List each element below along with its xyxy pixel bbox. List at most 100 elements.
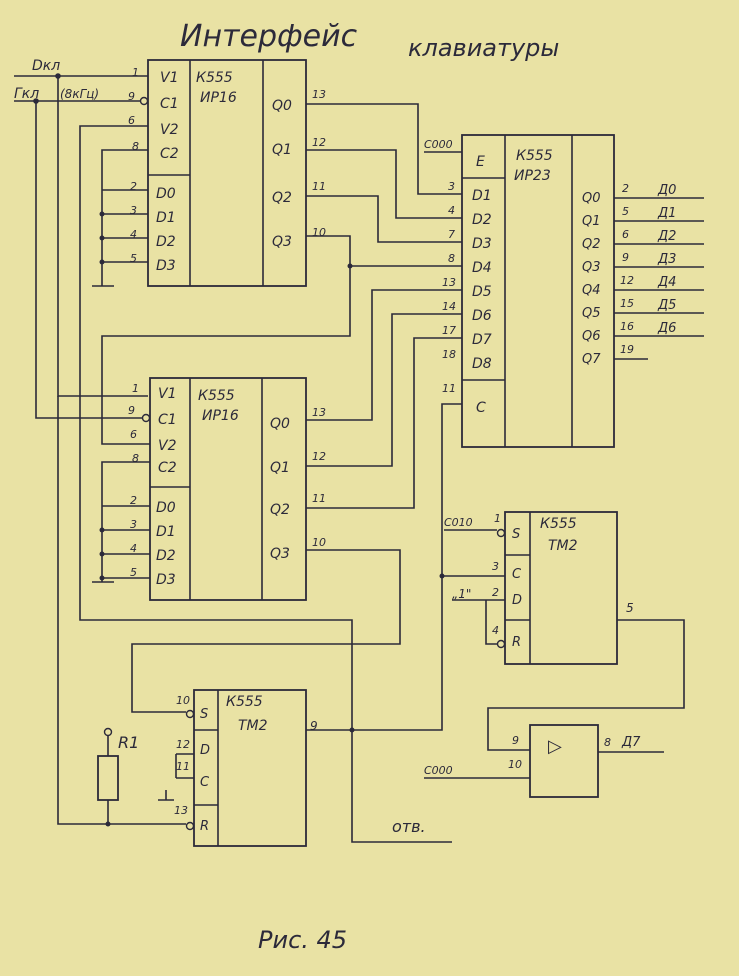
u1-num-12: 12 [312, 136, 326, 149]
u3-pin-q0: Q0 [582, 191, 601, 206]
u1-right-nums: 13 12 11 10 [312, 88, 326, 239]
u3-pin-q5: Q5 [582, 306, 601, 321]
u1-num-8: 8 [132, 140, 139, 153]
chip-u1: К555 ИР16 V1 C1 V2 C2 D0 D1 D2 D3 1 9 6 … [128, 59, 326, 287]
u1-num-6: 6 [128, 114, 135, 127]
u3-num-3: 3 [448, 180, 455, 193]
u2-num-13: 13 [312, 406, 326, 419]
u2-pin-q1: Q1 [270, 460, 290, 476]
u2-pin-d0: D0 [156, 500, 176, 516]
u1-num-11: 11 [312, 180, 326, 193]
u1-num-10: 10 [312, 226, 326, 239]
u5-pin-s: S [200, 707, 208, 722]
u5-num-11: 11 [176, 760, 190, 773]
u3-outputs: Д0 Д1 Д2 Д3 Д4 Д5 Д6 [657, 183, 676, 336]
u6-symbol: ▷ [548, 736, 562, 757]
u3-out-d2: Д2 [657, 229, 676, 244]
u4-label: К555 [540, 516, 577, 532]
chip-u2: К555 ИР16 V1 C1 V2 C2 D0 D1 D2 D3 1 9 6 … [128, 377, 326, 601]
caption: Рис. 45 [258, 926, 347, 954]
u3-e-signal: С000 [424, 138, 453, 151]
u2-left-nums: 1 9 6 8 2 3 4 5 [128, 382, 139, 579]
junction-dots [33, 73, 445, 827]
u1-pin-q3: Q3 [272, 234, 292, 250]
u3-left-nums: 3 4 7 8 13 14 17 18 11 [442, 180, 456, 395]
u3-type: ИР23 [514, 168, 551, 184]
u2-pin-v1: V1 [158, 386, 176, 402]
u1-pin-c1: C1 [160, 96, 179, 112]
u1-pin-d0: D0 [156, 186, 176, 202]
u1-num-5: 5 [130, 252, 137, 265]
title-line1: Интерфейс [180, 19, 358, 54]
u1-pin-q1: Q1 [272, 142, 292, 158]
u3-num-16: 16 [620, 320, 634, 333]
u1-num-13: 13 [312, 88, 326, 101]
u6-in-signal: С000 [424, 764, 453, 777]
u2-label: К555 [198, 388, 235, 404]
u5-num-12: 12 [176, 738, 190, 751]
u3-right-nums: 2 5 6 9 12 15 16 19 [620, 182, 634, 356]
u4-type: ТМ2 [548, 538, 578, 554]
u4-num-4: 4 [492, 624, 499, 637]
u3-pin-d7: D7 [472, 332, 492, 348]
u3-num-4: 4 [448, 204, 455, 217]
u1-num-9: 9 [128, 90, 135, 103]
u3-num-19: 19 [620, 343, 634, 356]
u5-pin-c: C [200, 775, 210, 790]
u3-pin-q4: Q4 [582, 283, 601, 298]
u1-pin-v1: V1 [160, 70, 178, 86]
u4-num-3: 3 [492, 560, 499, 573]
u3-out-d3: Д3 [657, 252, 676, 267]
u6-out-signal: Д7 [621, 735, 641, 750]
u2-type: ИР16 [202, 408, 239, 424]
u3-num-15: 15 [620, 297, 634, 310]
chip-u3: К555 ИР23 С000 E D1 D2 D3 D4 D5 D6 D7 D8… [424, 134, 676, 448]
u2-num-8: 8 [132, 452, 139, 465]
u3-num-12: 12 [620, 274, 634, 287]
u1-num-4: 4 [130, 228, 137, 241]
u1-left-pins: V1 C1 V2 C2 D0 D1 D2 D3 [156, 70, 179, 274]
u2-num-11: 11 [312, 492, 326, 505]
u3-out-d6: Д6 [657, 321, 676, 336]
u3-pin-q1: Q1 [582, 214, 601, 229]
u2-num-9: 9 [128, 404, 135, 417]
u3-right-pins: Q0 Q1 Q2 Q3 Q4 Q5 Q6 Q7 [582, 191, 601, 367]
u2-num-12: 12 [312, 450, 326, 463]
u5-type: ТМ2 [238, 718, 268, 734]
u1-pin-d1: D1 [156, 210, 176, 226]
u1-type: ИР16 [200, 90, 237, 106]
u2-num-6: 6 [130, 428, 137, 441]
u2-left-pins: V1 C1 V2 C2 D0 D1 D2 D3 [156, 386, 177, 588]
u2-pin-q3: Q3 [270, 546, 290, 562]
u3-out-d0: Д0 [657, 183, 676, 198]
u3-num-18: 18 [442, 348, 456, 361]
u4-pin-r: R [512, 635, 521, 650]
chip-u6: ▷ 9 10 С000 8 Д7 [424, 724, 641, 798]
u3-pin-d2: D2 [472, 212, 492, 228]
u4-s-signal: С010 [444, 516, 473, 529]
u3-pin-d6: D6 [472, 308, 492, 324]
u5-pin-d: D [200, 743, 210, 758]
u3-num-7: 7 [448, 228, 455, 241]
u3-num-14: 14 [442, 300, 456, 313]
u3-out-d4: Д4 [657, 275, 676, 290]
input-gkl: Гкл [14, 86, 39, 102]
u6-num-8: 8 [604, 736, 611, 749]
u3-pin-q6: Q6 [582, 329, 601, 344]
u2-pin-c1: C1 [158, 412, 177, 428]
u3-num-8: 8 [448, 252, 455, 265]
u3-pin-q7: Q7 [582, 352, 601, 367]
u5-label: К555 [226, 694, 263, 710]
u2-pin-d1: D1 [156, 524, 176, 540]
u3-left-pins: E D1 D2 D3 D4 D5 D6 D7 D8 C [472, 154, 492, 416]
resistor-r1: R1 [97, 727, 139, 824]
u1-num-1: 1 [132, 66, 139, 79]
u3-num-17: 17 [442, 324, 456, 337]
u3-pin-d4: D4 [472, 260, 492, 276]
u4-pin-d: D [512, 593, 522, 608]
u3-pin-d5: D5 [472, 284, 492, 300]
title-line2: клавиатуры [408, 34, 559, 62]
u4-num-2: 2 [492, 586, 499, 599]
chip-u5: К555 ТМ2 S D C R 10 12 11 13 9 [174, 689, 318, 847]
